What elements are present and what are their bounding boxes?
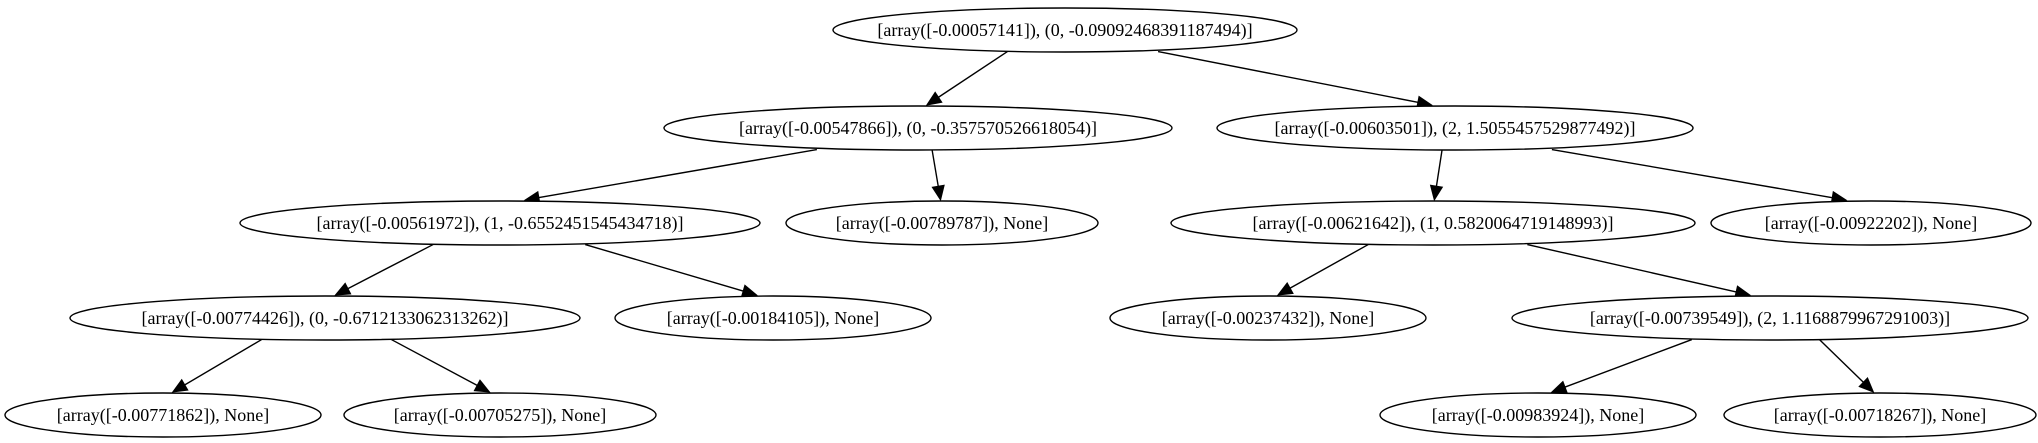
edge-line [1435,149,1443,187]
node-ellipse [69,295,581,341]
edges-layer [171,50,1875,394]
node-label: [array([-0.00184105]), None] [667,308,879,329]
edge-line [1289,243,1369,289]
edge-line [1551,148,1833,199]
edge-line [585,243,744,292]
tree-edge [1429,149,1444,202]
tree-edge [171,338,262,393]
nodes-layer: [array([-0.00057141]), (0, -0.0909246839… [4,7,2037,438]
tree-node: [array([-0.00705275]), None] [343,392,657,438]
arrowhead [171,378,189,393]
node-ellipse [832,7,1298,53]
node-label: [array([-0.00057141]), (0, -0.0909246839… [877,20,1252,41]
node-label: [array([-0.00774426]), (0, -0.6712133062… [142,308,509,329]
node-ellipse [785,200,1099,246]
arrowhead [925,91,943,106]
tree-edge [1818,339,1875,393]
node-label: [array([-0.00771862]), None] [57,405,269,426]
arrowhead [1550,380,1568,394]
edge-line [938,50,1008,98]
node-ellipse [1723,392,2037,438]
node-ellipse [1170,200,1696,246]
node-label: [array([-0.00922202]), None] [1765,213,1977,234]
tree-edge [931,149,945,202]
tree-node: [array([-0.00789787]), None] [785,200,1099,246]
tree-edge [391,338,491,393]
edge-line [1527,243,1737,293]
tree-edge [925,50,1008,106]
arrowhead [334,282,352,296]
tree-node: [array([-0.00561972]), (1, -0.6552451545… [239,200,761,246]
arrowhead [473,379,491,393]
node-label: [array([-0.00739549]), (2, 1.11688799672… [1590,308,1950,329]
arrowhead [1276,282,1294,296]
tree-node: [array([-0.00184105]), None] [614,295,932,341]
node-ellipse [1511,295,2029,341]
node-ellipse [239,200,761,246]
tree-edge [334,243,434,296]
arrowhead [1858,377,1875,393]
node-ellipse [4,392,322,438]
tree-edge [1276,243,1369,296]
arrowhead [740,284,758,298]
node-label: [array([-0.00789787]), None] [836,213,1048,234]
node-label: [array([-0.00547866]), (0, -0.3575705266… [739,118,1097,139]
node-ellipse [1379,392,1697,438]
node-ellipse [1216,105,1694,151]
tree-node: [array([-0.00922202]), None] [1710,200,2032,246]
edge-line [931,149,939,187]
tree-edge [1527,243,1752,299]
tree-node: [array([-0.00621642]), (1, 0.58200647191… [1170,200,1696,246]
node-ellipse [343,392,657,438]
edge-line [538,148,818,199]
node-ellipse [1710,200,2032,246]
node-label: [array([-0.00705275]), None] [394,405,606,426]
node-label: [array([-0.00603501]), (2, 1.50554575298… [1275,118,1636,139]
edge-line [1818,339,1864,383]
edge-line [184,338,262,386]
arrowhead [931,184,945,202]
node-ellipse [1109,295,1427,341]
node-ellipse [663,105,1173,151]
node-label: [array([-0.00983924]), None] [1432,405,1644,426]
tree-node: [array([-0.00774426]), (0, -0.6712133062… [69,295,581,341]
node-label: [array([-0.00718267]), None] [1774,405,1986,426]
node-ellipse [614,295,932,341]
tree-edge [1550,338,1693,394]
edge-line [1157,50,1418,104]
edge-line [347,243,434,290]
tree-edge [1551,148,1848,205]
tree-node: [array([-0.00547866]), (0, -0.3575705266… [663,105,1173,151]
node-label: [array([-0.00237432]), None] [1162,308,1374,329]
edge-line [391,338,478,387]
tree-node: [array([-0.00771862]), None] [4,392,322,438]
tree-edge [585,243,758,298]
tree-edge [1157,50,1433,109]
tree-node: [array([-0.00603501]), (2, 1.50554575298… [1216,105,1694,151]
edge-line [1564,338,1693,388]
tree-node: [array([-0.00057141]), (0, -0.0909246839… [832,7,1298,53]
tree-node: [array([-0.00983924]), None] [1379,392,1697,438]
node-label: [array([-0.00621642]), (1, 0.58200647191… [1253,213,1614,234]
node-label: [array([-0.00561972]), (1, -0.6552451545… [317,213,684,234]
tree-edge [523,148,818,205]
tree-node: [array([-0.00237432]), None] [1109,295,1427,341]
tree-node: [array([-0.00739549]), (2, 1.11688799672… [1511,295,2029,341]
arrowhead [1429,184,1444,202]
tree-node: [array([-0.00718267]), None] [1723,392,2037,438]
